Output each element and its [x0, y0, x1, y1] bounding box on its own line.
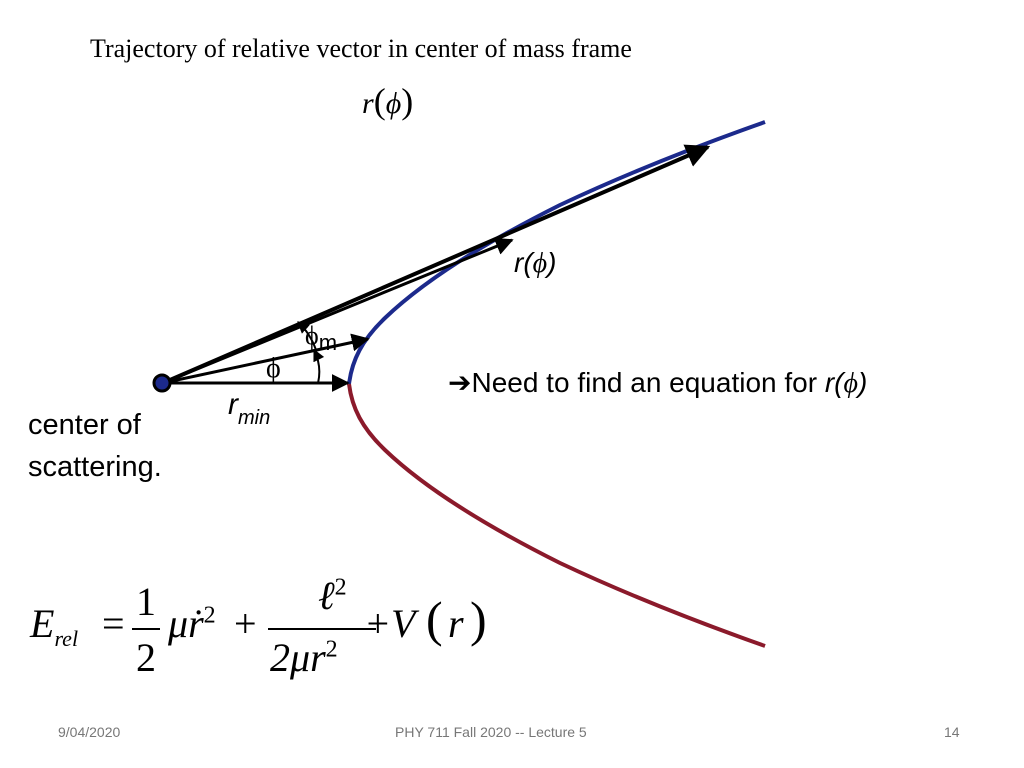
need-expr-phi: ϕ	[843, 368, 859, 399]
eq-arg: r	[448, 600, 464, 647]
need-expr-suffix: )	[858, 367, 868, 398]
slide-title: Trajectory of relative vector in center …	[90, 34, 632, 63]
eq-frac2-num: ℓ2	[318, 572, 347, 619]
eq-plus-v: +V	[364, 600, 415, 647]
eq-frac2-den-text: 2μr	[270, 635, 326, 680]
r-phi-label-phi: ϕ	[532, 248, 548, 279]
need-text: Need to find an equation for	[471, 367, 825, 398]
r-phi-label-prefix: r(	[514, 247, 533, 278]
r-min-label-sub: min	[238, 407, 271, 429]
eq-frac2-num-text: ℓ	[318, 573, 335, 618]
eq-open: (	[426, 591, 443, 647]
r-phi-label-suffix: )	[547, 247, 557, 278]
need-equation-statement: ➔Need to find an equation for r(ϕ)	[448, 366, 867, 400]
r-min-label-main: r	[228, 388, 238, 421]
eq-frac1-line	[132, 628, 160, 630]
eq-frac2-den: 2μr2	[270, 634, 338, 681]
eq-arg-text: r	[448, 601, 464, 646]
eq-plus1: +	[234, 601, 257, 646]
top-formula-r: r	[362, 87, 374, 120]
asymptote-vector	[162, 144, 711, 385]
top-r-phi-formula: r(ϕ)	[362, 80, 413, 122]
trajectory-upper-branch	[347, 120, 766, 385]
trajectory-lower-branch	[347, 383, 766, 648]
phi-label: ϕ	[266, 353, 281, 384]
center-of-scattering-label: center of scattering.	[28, 409, 162, 483]
top-formula-phi: ϕ	[385, 87, 402, 120]
center-of-scattering-dot	[152, 373, 172, 393]
arrow-right-icon: ➔	[448, 367, 472, 398]
need-expr-prefix: r(	[824, 367, 844, 398]
r-phi-label: r(ϕ)	[514, 247, 556, 280]
footer-date: 9/04/2020	[58, 724, 121, 740]
energy-equation: Erel = 1 2 μṙ2 + ℓ2 2μr2 +V ( r )	[30, 573, 490, 688]
phi-m-label-phi: ϕ	[305, 321, 319, 350]
eq-frac2-line	[268, 628, 376, 630]
eq-frac1-num: 1	[136, 579, 156, 624]
eq-term1-sup: 2	[203, 602, 216, 629]
eq-lhs-symbol: E	[30, 601, 55, 646]
top-formula-close: )	[401, 81, 414, 121]
r-phi-vector-short	[162, 333, 370, 385]
footer-course: PHY 711 Fall 2020 -- Lecture 5	[395, 724, 587, 740]
top-formula-open: (	[373, 81, 386, 121]
eq-lhs: Erel	[30, 600, 78, 652]
eq-frac2-num-sup: 2	[334, 574, 347, 601]
eq-lhs-sub: rel	[54, 626, 79, 651]
eq-frac1-den: 2	[136, 635, 156, 680]
r-min-label: rmin	[228, 388, 270, 430]
eq-term1-text: μṙ	[168, 601, 204, 646]
eq-frac2-den-sup: 2	[325, 636, 338, 663]
eq-term1: μṙ2	[168, 600, 216, 647]
phi-m-label-sub: m	[318, 330, 338, 355]
footer-page-number: 14	[944, 724, 960, 740]
eq-plus-v-text: +V	[364, 601, 416, 646]
phi-angle-arc	[313, 348, 325, 384]
phi-m-angle-arc	[297, 321, 317, 351]
eq-equals: =	[102, 601, 125, 646]
eq-close: )	[470, 591, 487, 647]
phi-m-label: ϕm	[305, 320, 337, 356]
